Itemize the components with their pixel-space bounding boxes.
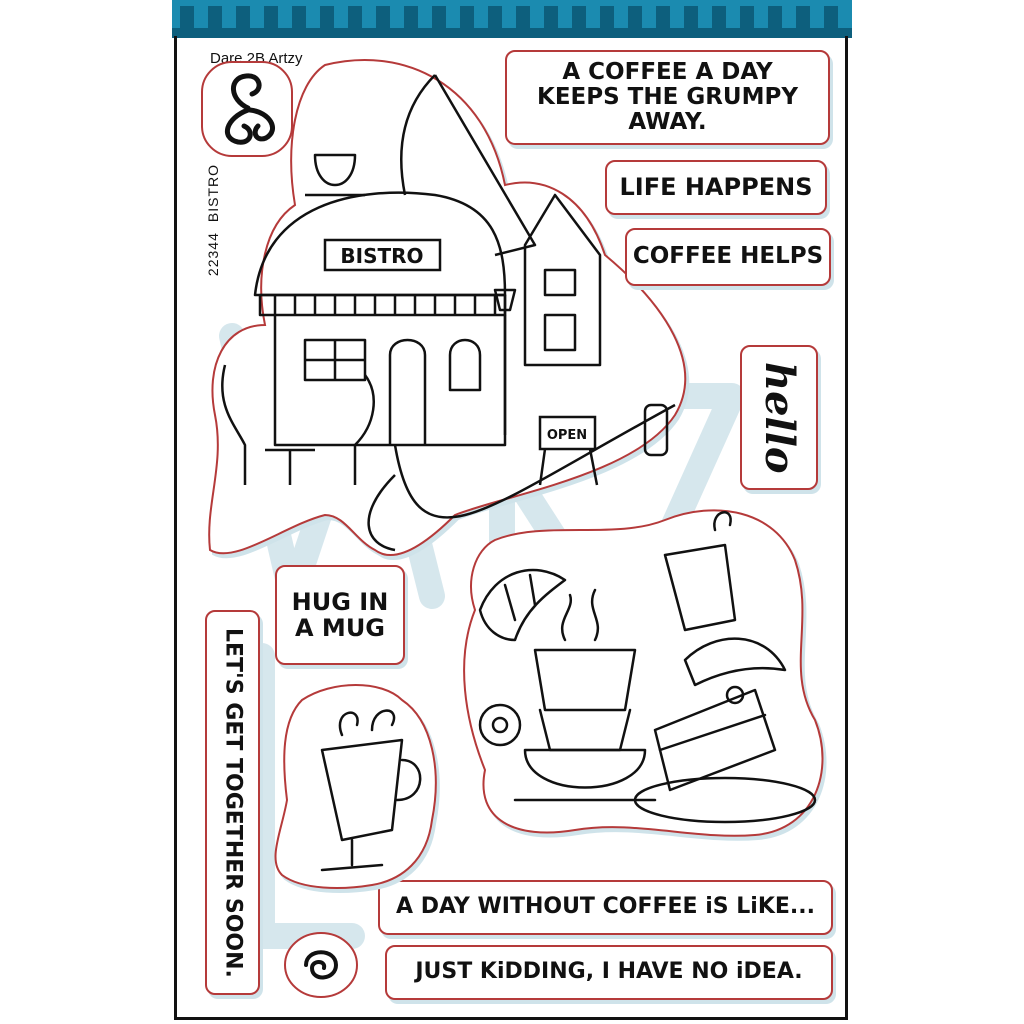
open-sign: OPEN bbox=[547, 428, 587, 443]
bistro-sign: BISTRO bbox=[340, 244, 423, 268]
header-strip bbox=[172, 0, 852, 38]
stamp-hello-text: hello bbox=[756, 361, 803, 474]
cups-and-pastries-illustration bbox=[463, 509, 824, 837]
stamp-day-without-coffee-text: A DAY WITHOUT COFFEE iS LiKE... bbox=[396, 894, 815, 920]
stamp-coffee-a-day-text: A COFFEE A DAY KEEPS THE GRUMPY AWAY. bbox=[537, 58, 798, 136]
stamp-life-happens: LIFE HAPPENS bbox=[605, 160, 827, 215]
mug-illustration bbox=[274, 684, 437, 889]
stamp-hello: hello bbox=[740, 345, 818, 490]
stamp-hug-in-a-mug-text: HUG IN A MUG bbox=[291, 587, 389, 642]
stamp-coffee-a-day: A COFFEE A DAY KEEPS THE GRUMPY AWAY. bbox=[505, 50, 830, 145]
stamp-just-kidding-text: JUST KiDDING, I HAVE NO iDEA. bbox=[415, 959, 803, 985]
small-swirl-stamp bbox=[284, 932, 358, 998]
stamp-coffee-helps-text: COFFEE HELPS bbox=[632, 243, 824, 270]
stamp-hug-in-a-mug: HUG IN A MUG bbox=[275, 565, 405, 665]
stamp-just-kidding: JUST KiDDING, I HAVE NO iDEA. bbox=[385, 945, 833, 1000]
bistro-building-illustration: BISTRO OPEN bbox=[208, 59, 687, 556]
stamp-coffee-helps: COFFEE HELPS bbox=[625, 228, 831, 286]
stamp-life-happens-text: LIFE HAPPENS bbox=[619, 173, 813, 202]
stamp-lets-get-together: LET'S GET TOGETHER SOON. bbox=[205, 610, 260, 995]
stamp-lets-get-together-text: LET'S GET TOGETHER SOON. bbox=[220, 627, 246, 978]
stamp-day-without-coffee: A DAY WITHOUT COFFEE iS LiKE... bbox=[378, 880, 833, 935]
swirl-stamp bbox=[201, 61, 293, 157]
sheet-border bbox=[174, 36, 848, 1020]
